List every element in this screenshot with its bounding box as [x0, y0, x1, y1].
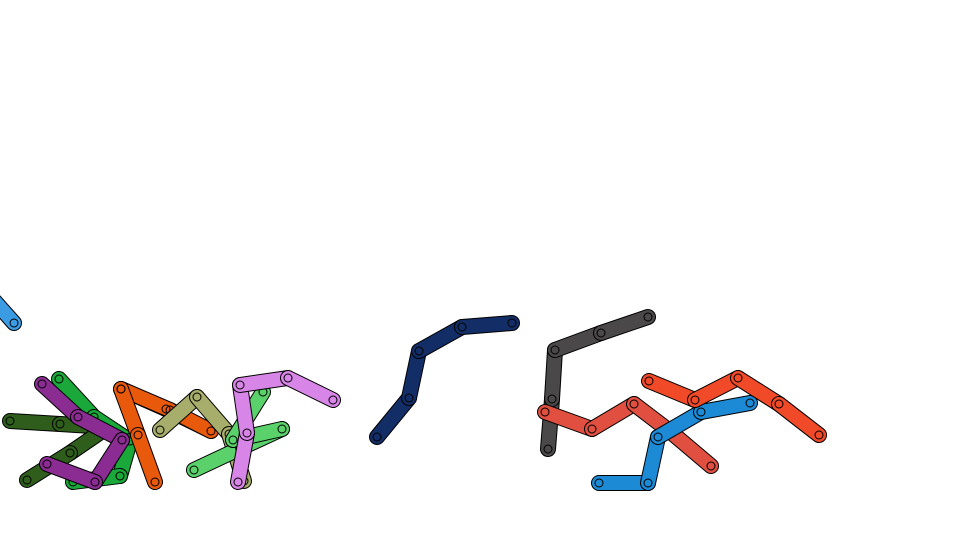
hinge-joint — [594, 478, 604, 488]
chain-link[interactable] — [186, 439, 251, 478]
hinge-joint — [189, 465, 199, 475]
hinge-joint — [90, 477, 100, 487]
hinge-joint — [643, 312, 653, 322]
hinge-joint — [814, 430, 824, 440]
hinge-joint — [644, 376, 654, 386]
hinge-joint — [372, 432, 382, 442]
hinge-joint — [706, 461, 716, 471]
chain-link[interactable] — [641, 373, 703, 408]
chain-link[interactable] — [650, 404, 709, 445]
hinge-joint — [696, 407, 706, 417]
hinge-joint — [117, 435, 127, 445]
chain-link[interactable] — [584, 396, 642, 437]
chain-link[interactable] — [230, 425, 255, 490]
hinge-joint — [328, 395, 338, 405]
chain-link[interactable] — [544, 342, 563, 407]
chain-link[interactable] — [280, 370, 341, 408]
chain-link[interactable] — [39, 456, 103, 490]
chain-link[interactable] — [401, 343, 427, 406]
hinge-joint — [277, 424, 287, 434]
hinge-joint — [55, 419, 65, 429]
hinge-joint — [745, 398, 755, 408]
chain-link[interactable] — [152, 389, 205, 438]
hinge-joint — [233, 477, 243, 487]
chain-link[interactable] — [130, 427, 163, 490]
chain-purple[interactable] — [34, 376, 130, 490]
hinge-joint — [73, 412, 83, 422]
chain-link[interactable] — [113, 381, 146, 443]
chain-orange[interactable] — [113, 381, 219, 490]
chain-link[interactable] — [547, 325, 609, 358]
chain-blue[interactable] — [591, 395, 758, 491]
chain-link[interactable] — [189, 389, 237, 442]
hinge-joint — [5, 416, 15, 426]
chain-link[interactable] — [51, 371, 102, 425]
chain-sky-blue-partial[interactable] — [0, 292, 22, 331]
hinge-joint — [543, 444, 553, 454]
hinge-joint — [283, 373, 293, 383]
chain-link[interactable] — [664, 425, 719, 474]
hinge-joint — [629, 399, 639, 409]
chain-link[interactable] — [87, 432, 130, 490]
hinge-joint — [228, 435, 238, 445]
hinge-joint — [733, 373, 743, 383]
hinge-joint — [774, 399, 784, 409]
hinge-joint — [54, 374, 64, 384]
hinge-joint — [404, 393, 414, 403]
hinge-joint — [643, 478, 653, 488]
hinge-joint — [507, 318, 517, 328]
hinge-joint — [653, 432, 663, 442]
chain-link[interactable] — [232, 370, 296, 393]
chain-navy[interactable] — [369, 315, 520, 445]
hinge-joint — [690, 395, 700, 405]
chain-link[interactable] — [593, 309, 656, 341]
hinge-joint — [457, 322, 467, 332]
hinge-joint — [206, 426, 216, 436]
hinge-joint — [192, 392, 202, 402]
chain-link[interactable] — [454, 315, 520, 335]
chain-link[interactable] — [693, 395, 758, 420]
chain-orange-red[interactable] — [641, 370, 827, 443]
hinge-joint — [242, 428, 252, 438]
chain-pink[interactable] — [230, 370, 341, 490]
hinge-joint — [9, 318, 19, 328]
hinge-joint — [65, 448, 75, 458]
hinge-joint — [155, 425, 165, 435]
chain-link[interactable] — [70, 409, 130, 448]
chain-link[interactable] — [232, 377, 255, 441]
chain-link[interactable] — [537, 404, 600, 437]
hinge-joint — [22, 475, 32, 485]
hinge-joint — [42, 459, 52, 469]
chain-link[interactable] — [2, 413, 68, 432]
hinge-joint — [150, 477, 160, 487]
hinge-joint — [116, 384, 126, 394]
hinge-joint — [596, 328, 606, 338]
chain-link[interactable] — [687, 370, 746, 408]
chain-link[interactable] — [0, 295, 22, 331]
hinge-joint — [550, 345, 560, 355]
hinge-joint — [37, 379, 47, 389]
hinge-joint — [115, 471, 125, 481]
hinge-joint — [235, 380, 245, 390]
chain-link[interactable] — [771, 396, 827, 443]
hinge-joint — [540, 407, 550, 417]
hinge-joint — [587, 424, 597, 434]
chain-link[interactable] — [369, 390, 417, 445]
chain-link[interactable] — [411, 319, 470, 359]
chain-link[interactable] — [730, 370, 787, 412]
hinge-joint — [161, 404, 171, 414]
chain-link[interactable] — [34, 376, 86, 425]
hinge-joint — [133, 430, 143, 440]
hinge-joint — [414, 346, 424, 356]
hinge-joint — [547, 394, 557, 404]
